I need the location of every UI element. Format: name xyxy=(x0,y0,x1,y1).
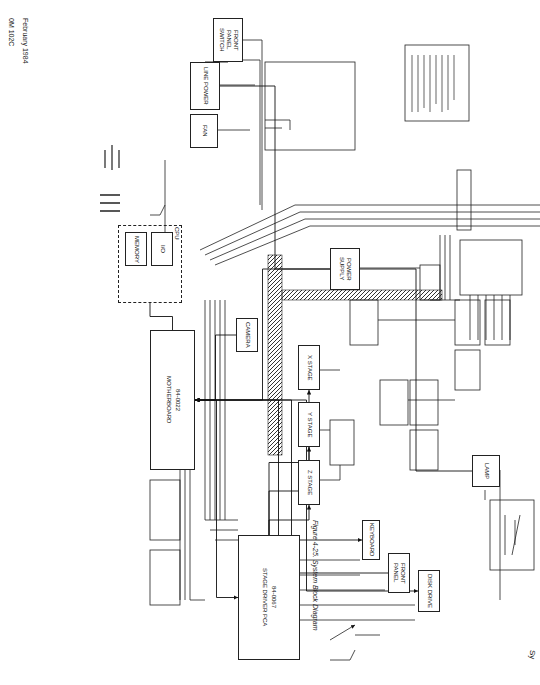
wire xyxy=(205,520,238,540)
block-box: MEMORY xyxy=(125,232,147,266)
block-label: STAGE DRIVER PCA xyxy=(260,567,269,627)
block-label: I/O xyxy=(158,244,167,254)
block-label: Y STAGE xyxy=(305,411,314,438)
scribble-mark xyxy=(505,515,520,555)
block-box: LAMP xyxy=(472,455,500,487)
wire xyxy=(320,370,340,480)
frame-box xyxy=(265,62,355,150)
wire-bundle xyxy=(200,205,310,265)
block-label: FRONT PANEL xyxy=(391,554,407,592)
block-box: X STAGE xyxy=(298,345,320,390)
unlabelled-box xyxy=(410,430,438,470)
block-label: DISK DRIVE xyxy=(425,573,434,609)
block-label: CAMERA xyxy=(243,321,252,349)
unlabelled-box xyxy=(350,300,378,345)
unlabelled-box xyxy=(150,550,180,605)
annotation-label: 0M 102C xyxy=(8,18,15,46)
block-label: CPU xyxy=(172,226,181,241)
fuse-symbol xyxy=(105,145,119,170)
block-label: 84-0022 xyxy=(173,388,182,412)
block-label: LAMP xyxy=(482,462,491,480)
signal-connector xyxy=(150,303,173,330)
wire xyxy=(240,40,262,210)
block-label: Z STAGE xyxy=(305,469,314,496)
wire xyxy=(485,470,500,600)
wire xyxy=(180,470,205,600)
wire xyxy=(330,635,380,660)
block-label: FRONT PANEL SWITCH xyxy=(217,19,240,61)
wire xyxy=(218,85,255,130)
block-box: KEYBOARD xyxy=(362,520,380,560)
block-box: I/O xyxy=(151,232,173,266)
block-box: FRONT PANEL xyxy=(388,553,410,593)
ground-symbol xyxy=(100,195,120,211)
block-box: CPU MEMORY I/O xyxy=(118,225,182,303)
tick xyxy=(460,240,461,241)
unlabelled-box xyxy=(150,480,180,540)
block-box: STAGE DRIVER PCA84-0067 xyxy=(238,535,300,660)
unlabelled-box xyxy=(455,350,480,390)
block-label: X STAGE xyxy=(305,354,314,382)
unlabelled-box xyxy=(485,300,510,345)
wire-bundle xyxy=(470,295,510,340)
block-box: FAN xyxy=(190,114,218,148)
block-label: POWER SUPPLY xyxy=(337,249,353,289)
block-box: LINE POWER xyxy=(190,62,220,110)
block-label: FAN xyxy=(200,124,209,138)
note-frame xyxy=(405,45,469,121)
unlabelled-box xyxy=(380,380,408,425)
block-box: Y STAGE xyxy=(298,402,320,447)
leader-arrow xyxy=(330,625,355,640)
frame-box xyxy=(490,500,534,570)
wire-bundle xyxy=(205,300,225,520)
block-label: 84-0067 xyxy=(269,585,278,609)
block-label: MEMORY xyxy=(132,235,141,264)
signal-connector xyxy=(269,505,309,535)
block-box: CAMERA xyxy=(236,318,258,352)
block-box: MOTHERBOARD84-0022 xyxy=(150,330,195,470)
signal-connector xyxy=(360,269,472,471)
signal-connector xyxy=(195,400,238,598)
bus-band xyxy=(282,290,442,300)
block-label: KEYBOARD xyxy=(367,522,376,557)
frame-box xyxy=(460,240,522,295)
unlabelled-box xyxy=(455,300,480,345)
unlabelled-box xyxy=(410,380,438,425)
wire xyxy=(360,268,455,400)
wire-bundle xyxy=(295,205,540,226)
block-box: FRONT PANEL SWITCH xyxy=(213,18,243,62)
signal-connector xyxy=(220,86,330,269)
block-box: Z STAGE xyxy=(298,460,320,505)
figure-caption: Figure 4-25. System Block Diagram xyxy=(312,520,319,630)
block-box: DISK DRIVE xyxy=(418,570,440,612)
illegible-note-lines xyxy=(412,55,454,112)
block-box: POWER SUPPLY xyxy=(330,248,360,290)
signal-connector xyxy=(195,269,330,400)
signal-connector xyxy=(195,335,236,400)
wire xyxy=(265,120,290,130)
annotation-label: Sy xyxy=(528,650,537,659)
unlabelled-box xyxy=(330,420,354,465)
annotation-label: February 1984 xyxy=(22,18,29,64)
block-label: MOTHERBOARD xyxy=(164,375,173,424)
block-label: LINE POWER xyxy=(201,66,210,106)
signal-connector xyxy=(195,400,362,540)
unlabelled-box xyxy=(457,170,471,230)
signal-connector xyxy=(195,400,418,591)
bus-band xyxy=(268,255,282,455)
